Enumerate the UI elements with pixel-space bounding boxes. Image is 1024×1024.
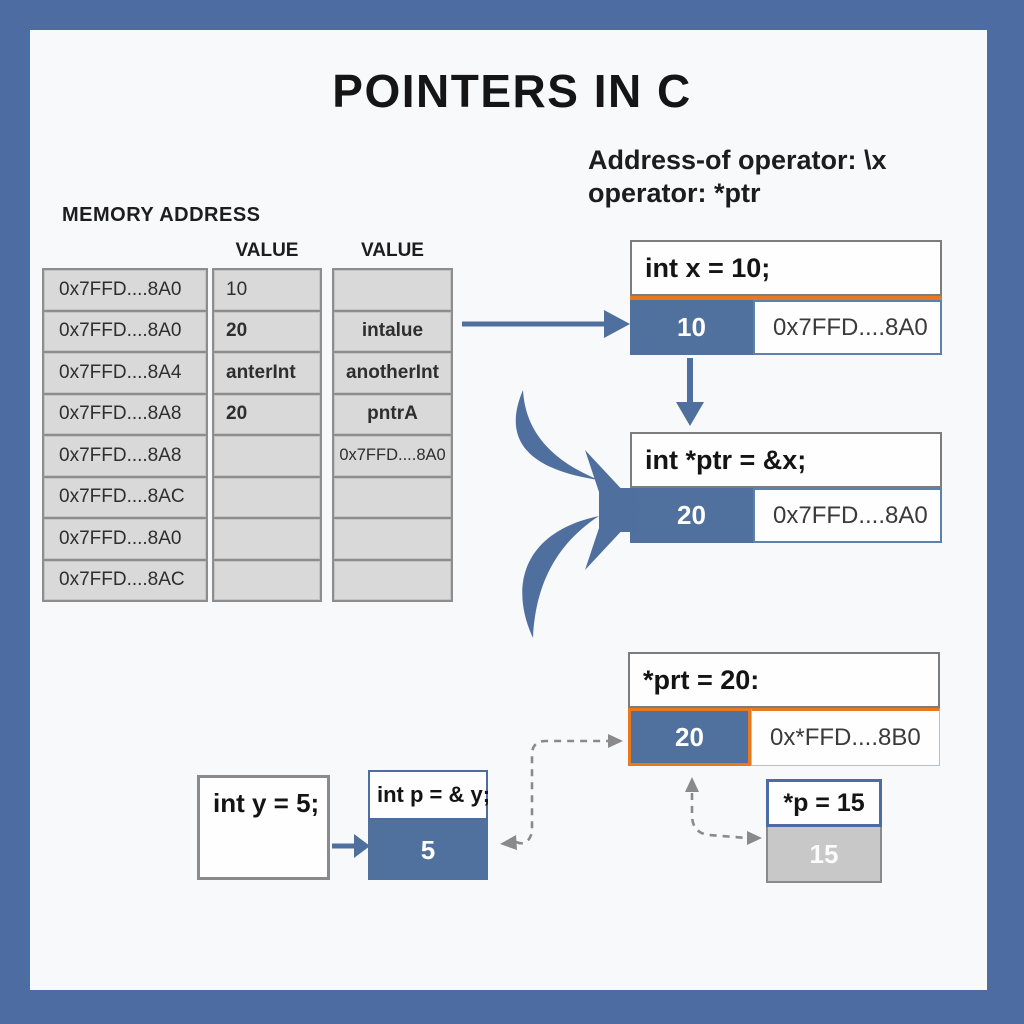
- ptr-code: int *ptr = &x;: [630, 432, 942, 488]
- value-cell: 20: [214, 394, 320, 434]
- value-column-2: intalue anotherInt pntrA 0x7FFD....8A0: [332, 268, 453, 602]
- orange-divider: [630, 296, 942, 300]
- value-cell: intalue: [334, 311, 451, 351]
- deref-ptr-address: 0x*FFD....8B0: [751, 708, 940, 766]
- memory-address-column: 0x7FFD....8A0 0x7FFD....8A0 0x7FFD....8A…: [42, 268, 208, 602]
- value-cell: [334, 560, 451, 600]
- operator-note: Address-of operator: \x operator: *ptr: [588, 144, 887, 210]
- ptr-memory-row: 20 0x7FFD....8A0: [630, 488, 942, 543]
- value-cell: [214, 560, 320, 600]
- value-cell: pntrA: [334, 394, 451, 434]
- int-x-value: 10: [630, 300, 753, 355]
- deref-p-value: 15: [766, 827, 882, 883]
- address-cell: 0x7FFD....8A0: [44, 519, 206, 559]
- int-y-code: int y = 5;: [213, 788, 320, 818]
- page-title: POINTERS IN C: [332, 65, 692, 117]
- value-cell: 20: [214, 311, 320, 351]
- value-header-2: VALUE: [361, 240, 424, 261]
- value-cell: 10: [214, 270, 320, 310]
- value-cell: anotherInt: [334, 353, 451, 393]
- address-cell: 0x7FFD....8AC: [44, 560, 206, 600]
- ptr-box: int *ptr = &x; 20 0x7FFD....8A0: [630, 432, 942, 543]
- deref-p-code: *p = 15: [766, 779, 882, 827]
- int-x-address: 0x7FFD....8A0: [753, 300, 942, 355]
- int-x-box: int x = 10; 10 0x7FFD....8A0: [630, 240, 942, 355]
- ptr-address: 0x7FFD....8A0: [753, 488, 942, 543]
- dashed-arrow-p-to-deref-icon: [500, 734, 623, 850]
- value-header-1: VALUE: [235, 240, 299, 261]
- arrow-x-to-ptr-box-icon: [676, 358, 704, 426]
- value-cell: 0x7FFD....8A0: [334, 436, 451, 476]
- deref-ptr-box: *prt = 20: 20 0x*FFD....8B0: [628, 652, 940, 766]
- value-cell: [334, 270, 451, 310]
- value-cell: anterInt: [214, 353, 320, 393]
- deref-ptr-code: *prt = 20:: [628, 652, 940, 708]
- int-p-box: int p = & y; 5: [368, 770, 490, 880]
- deref-p-box: *p = 15 15: [766, 779, 882, 883]
- value-cell: [334, 477, 451, 517]
- int-p-code: int p = & y;: [368, 770, 490, 820]
- deref-ptr-value: 20: [628, 708, 751, 766]
- dashed-arrow-deref-to-p15-icon: [685, 777, 762, 845]
- address-cell: 0x7FFD....8A0: [44, 270, 206, 310]
- address-cell: 0x7FFD....8A8: [44, 394, 206, 434]
- arrow-y-to-p-box-icon: [332, 834, 370, 858]
- address-cell: 0x7FFD....8A0: [44, 311, 206, 351]
- arrow-table-to-x-box-icon: [462, 310, 630, 338]
- address-cell: 0x7FFD....8A8: [44, 436, 206, 476]
- value-cell: [214, 436, 320, 476]
- ptr-value: 20: [630, 488, 753, 543]
- int-x-code: int x = 10;: [630, 240, 942, 296]
- address-cell: 0x7FFD....8AC: [44, 477, 206, 517]
- memory-address-label: MEMORY ADDRESS: [62, 204, 261, 226]
- address-cell: 0x7FFD....8A4: [44, 353, 206, 393]
- value-cell: [214, 519, 320, 559]
- operator-note-line2: operator: *ptr: [588, 177, 761, 208]
- value-cell: [214, 477, 320, 517]
- int-x-memory-row: 10 0x7FFD....8A0: [630, 300, 942, 355]
- int-p-value: 5: [368, 820, 488, 880]
- value-column-1: 10 20 anterInt 20: [212, 268, 322, 602]
- int-y-box: int y = 5;: [197, 775, 330, 880]
- deref-ptr-memory-row: 20 0x*FFD....8B0: [628, 708, 940, 766]
- operator-note-line1: Address-of operator: \x: [588, 145, 887, 175]
- curved-swoosh-arrow-icon: [515, 390, 641, 638]
- value-cell: [334, 519, 451, 559]
